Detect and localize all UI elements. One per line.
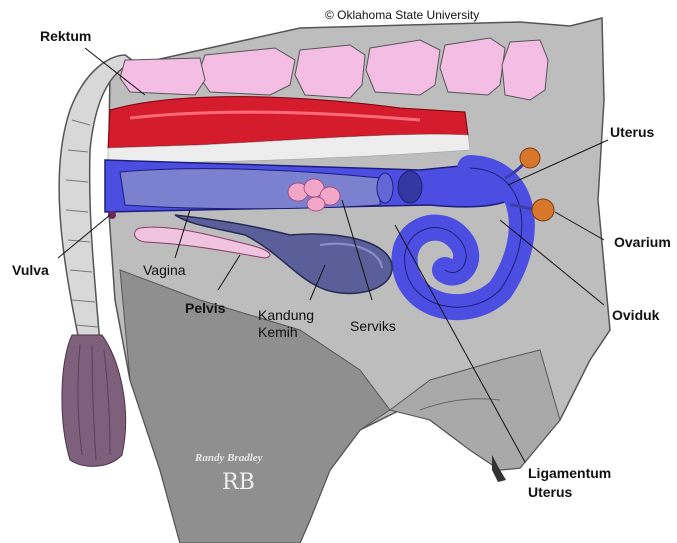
vulva-marker	[108, 211, 116, 219]
label-ligamentum: Ligamentum	[528, 465, 611, 481]
vagina	[120, 169, 380, 209]
uterine-body-end	[377, 173, 393, 203]
artist-signature: Randy Bradley	[195, 452, 263, 464]
label-kandung: Kandung	[258, 307, 314, 323]
label-oviduk: Oviduk	[612, 307, 659, 323]
artist-monogram: RB	[222, 470, 255, 495]
label-uterus: Uterus	[610, 124, 654, 140]
ovary-upper	[520, 148, 540, 168]
copyright-notice: © Oklahoma State University	[325, 8, 479, 22]
uterine-body-ring	[398, 171, 422, 203]
label-pelvis: Pelvis	[185, 300, 225, 316]
label-ligamentum-uterus: Uterus	[528, 484, 572, 500]
label-rektum: Rektum	[40, 28, 91, 44]
tail-switch	[62, 335, 126, 466]
label-ovarium: Ovarium	[614, 234, 671, 250]
label-serviks: Serviks	[350, 318, 396, 334]
label-kemih: Kemih	[258, 324, 298, 340]
label-vagina: Vagina	[143, 262, 186, 278]
label-vulva: Vulva	[12, 262, 49, 278]
spine	[120, 38, 548, 100]
ovary-lower	[532, 199, 554, 221]
